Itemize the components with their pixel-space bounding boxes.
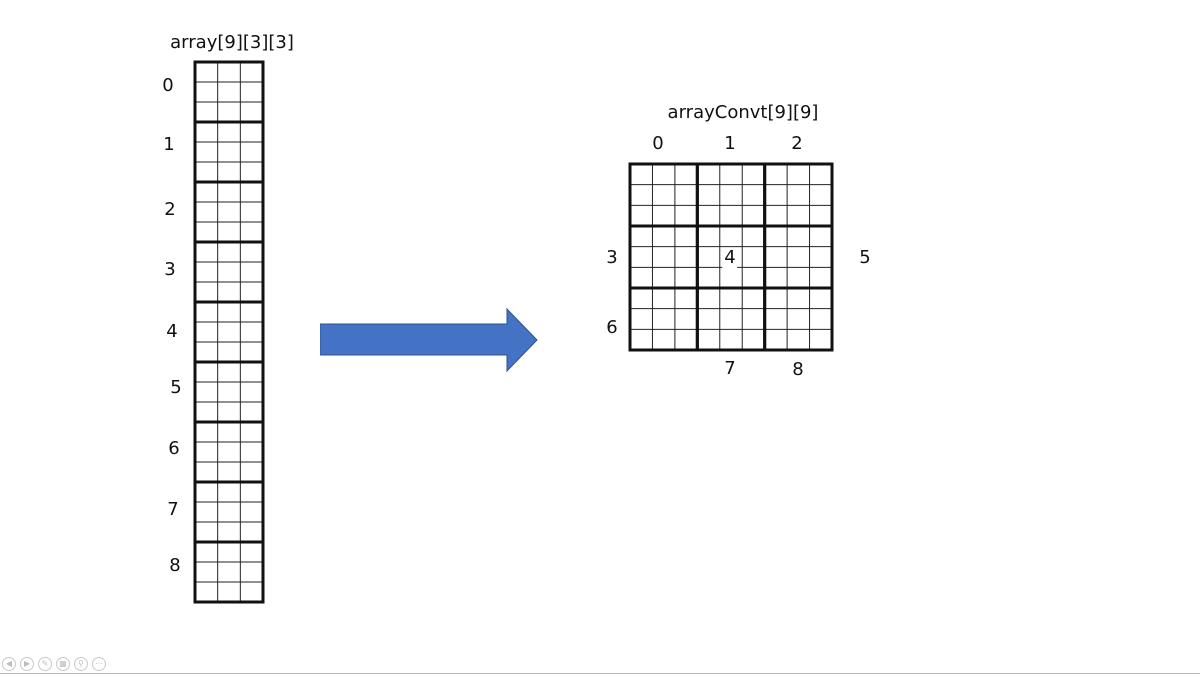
left-block [193, 540, 265, 604]
left-array-grid [193, 60, 265, 604]
left-block [193, 360, 265, 424]
right-block [695, 162, 767, 228]
more-icon[interactable]: ⋯ [92, 657, 106, 671]
right-block [763, 286, 834, 352]
right-block-label-5: 5 [859, 247, 871, 268]
right-block [628, 162, 699, 228]
left-block-label-7: 7 [167, 499, 179, 520]
right-block [695, 286, 767, 352]
left-block [193, 60, 265, 124]
left-block-label-4: 4 [166, 321, 178, 342]
left-block-label-0: 0 [162, 75, 174, 96]
right-array-title: arrayConvt[9][9] [667, 102, 819, 123]
left-block [193, 480, 265, 544]
right-array-grid [628, 162, 834, 352]
right-block-label-0: 0 [652, 133, 664, 154]
left-block [193, 420, 265, 484]
right-block-label-6: 6 [606, 317, 618, 338]
right-block-label-4: 4 [722, 247, 738, 268]
left-block-label-2: 2 [164, 199, 176, 220]
prev-icon[interactable]: ◀ [2, 657, 16, 671]
right-block [628, 286, 699, 352]
next-icon[interactable]: ▶ [20, 657, 34, 671]
left-block-label-5: 5 [170, 377, 182, 398]
pen-icon[interactable]: ✎ [38, 657, 52, 671]
left-block [193, 240, 265, 304]
left-block [193, 120, 265, 184]
left-block-label-6: 6 [168, 438, 180, 459]
right-block-label-7: 7 [724, 358, 736, 379]
left-block [193, 300, 265, 364]
right-block-label-8: 8 [792, 359, 804, 380]
right-block [628, 224, 699, 290]
left-block [193, 180, 265, 244]
left-block-label-8: 8 [169, 555, 181, 576]
right-block-label-2: 2 [791, 133, 803, 154]
slides-icon[interactable]: ▦ [56, 657, 70, 671]
zoom-icon[interactable]: ⚲ [74, 657, 88, 671]
bottom-divider [0, 673, 1200, 674]
right-block-label-1: 1 [724, 133, 736, 154]
left-array-title: array[9][3][3] [170, 32, 294, 53]
slideshow-toolbar: ◀ ▶ ✎ ▦ ⚲ ⋯ [2, 656, 106, 672]
right-block [763, 162, 834, 228]
right-block [763, 224, 834, 290]
left-block-label-1: 1 [163, 134, 175, 155]
right-block-label-3: 3 [606, 247, 618, 268]
left-block-label-3: 3 [164, 259, 176, 280]
conversion-arrow [320, 308, 538, 372]
